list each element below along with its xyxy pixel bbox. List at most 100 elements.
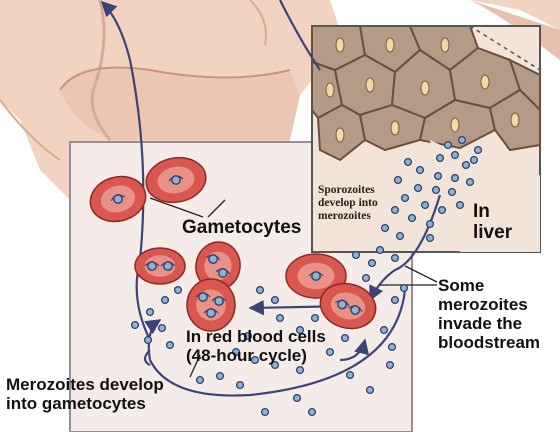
merozoite: [473, 145, 483, 155]
merozoite: [310, 313, 320, 323]
label-in-liver-line-1: In: [473, 201, 490, 222]
merozoite: [195, 375, 205, 385]
merozoite: [435, 153, 445, 163]
merozoite: [215, 371, 225, 381]
liver-cell-nucleus: [480, 74, 490, 90]
red-blood-cell: [195, 241, 241, 291]
merozoite: [157, 323, 167, 333]
label-some-merozoites-line-2: merozoites: [438, 295, 528, 314]
merozoite: [399, 283, 409, 293]
red-blood-cells: [89, 156, 377, 332]
merozoite: [160, 295, 170, 305]
merozoite: [457, 135, 467, 145]
merozoite: [235, 380, 245, 390]
merozoite: [420, 200, 430, 210]
liver-cell-nucleus: [335, 127, 345, 143]
merozoite: [390, 295, 400, 305]
merozoite: [450, 173, 460, 183]
merozoite: [295, 365, 305, 375]
merozoite: [307, 407, 317, 417]
merozoite: [395, 231, 405, 241]
merozoite: [260, 407, 270, 417]
merozoite: [275, 313, 285, 323]
merozoite: [461, 160, 471, 170]
merozoite: [431, 185, 441, 195]
merozoite: [447, 187, 457, 197]
merozoite: [425, 233, 435, 243]
merozoite: [351, 250, 361, 260]
merozoite: [425, 219, 435, 229]
merozoite: [243, 331, 253, 341]
merozoite: [403, 157, 413, 167]
liver-cell-nucleus: [450, 117, 460, 133]
liver-cell-nucleus: [365, 77, 375, 93]
merozoite: [469, 155, 479, 165]
label-merozoites-develop-line-2: into gametocytes: [6, 394, 146, 413]
merozoite: [173, 285, 183, 295]
merozoite: [367, 258, 377, 268]
merozoite: [365, 385, 375, 395]
label-merozoites-develop: Merozoites develop into gametocytes: [6, 375, 164, 413]
merozoite: [340, 333, 350, 343]
merozoite: [143, 335, 153, 345]
skin-background: [0, 0, 560, 200]
merozoite: [455, 200, 465, 210]
merozoite: [270, 295, 280, 305]
pointer-lines: [149, 197, 438, 378]
label-sporozoites-line-1: Sporozoites: [318, 184, 375, 196]
merozoite: [400, 193, 410, 203]
merozoite: [145, 307, 155, 317]
merozoite: [165, 340, 175, 350]
merozoite: [130, 320, 140, 330]
merozoite: [270, 360, 280, 370]
label-some-merozoites: Some merozoites invade the bloodstream: [438, 276, 540, 352]
merozoite: [450, 150, 460, 160]
label-gametocytes-text: Gametocytes: [182, 217, 302, 238]
merozoite: [345, 370, 355, 380]
merozoite: [465, 177, 475, 187]
liver-cell-nucleus: [385, 37, 395, 53]
merozoite: [380, 223, 390, 233]
merozoite-dots: [130, 135, 483, 417]
merozoite: [292, 393, 302, 403]
merozoite: [295, 325, 305, 335]
liver-inset: [311, 25, 541, 253]
merozoite: [413, 183, 423, 193]
merozoite: [407, 213, 417, 223]
merozoite: [250, 355, 260, 365]
merozoite: [385, 360, 395, 370]
merozoite: [390, 253, 400, 263]
merozoite: [325, 347, 335, 357]
label-sporozoites-line-3: merozoites: [318, 210, 371, 222]
red-blood-cell: [319, 282, 377, 330]
label-some-merozoites-line-1: Some: [438, 276, 485, 295]
liver-cell-nucleus: [335, 37, 345, 53]
merozoite: [393, 175, 403, 185]
label-in-liver: In liver: [473, 201, 512, 243]
liver-cell-nucleus: [510, 112, 520, 128]
label-gametocytes: Gametocytes: [182, 217, 301, 238]
liver-cell-nucleus: [420, 80, 430, 96]
merozoite: [361, 273, 371, 283]
label-some-merozoites-line-3: invade the: [438, 314, 523, 333]
label-in-rbc-line-1: In red blood cells: [186, 327, 326, 346]
merozoite: [433, 171, 443, 181]
merozoite: [379, 325, 389, 335]
merozoite: [231, 347, 241, 357]
merozoite: [443, 140, 453, 150]
red-blood-cell: [186, 278, 236, 332]
red-blood-cell: [145, 156, 207, 204]
red-blood-cell: [89, 175, 147, 223]
label-sporozoites: Sporozoites develop into merozoites: [318, 184, 378, 223]
label-in-liver-line-2: liver: [473, 222, 513, 243]
label-some-merozoites-line-4: bloodstream: [438, 333, 541, 352]
label-merozoites-develop-line-1: Merozoites develop: [6, 375, 164, 394]
red-blood-cell: [134, 247, 186, 285]
merozoite: [387, 342, 397, 352]
liver-cell-nucleus: [325, 82, 335, 98]
merozoite: [390, 205, 400, 215]
label-in-rbc-line-2: (48-hour cycle): [186, 346, 307, 365]
liver-cell-nucleus: [440, 37, 450, 53]
label-in-rbc: In red blood cells (48-hour cycle): [186, 327, 326, 365]
